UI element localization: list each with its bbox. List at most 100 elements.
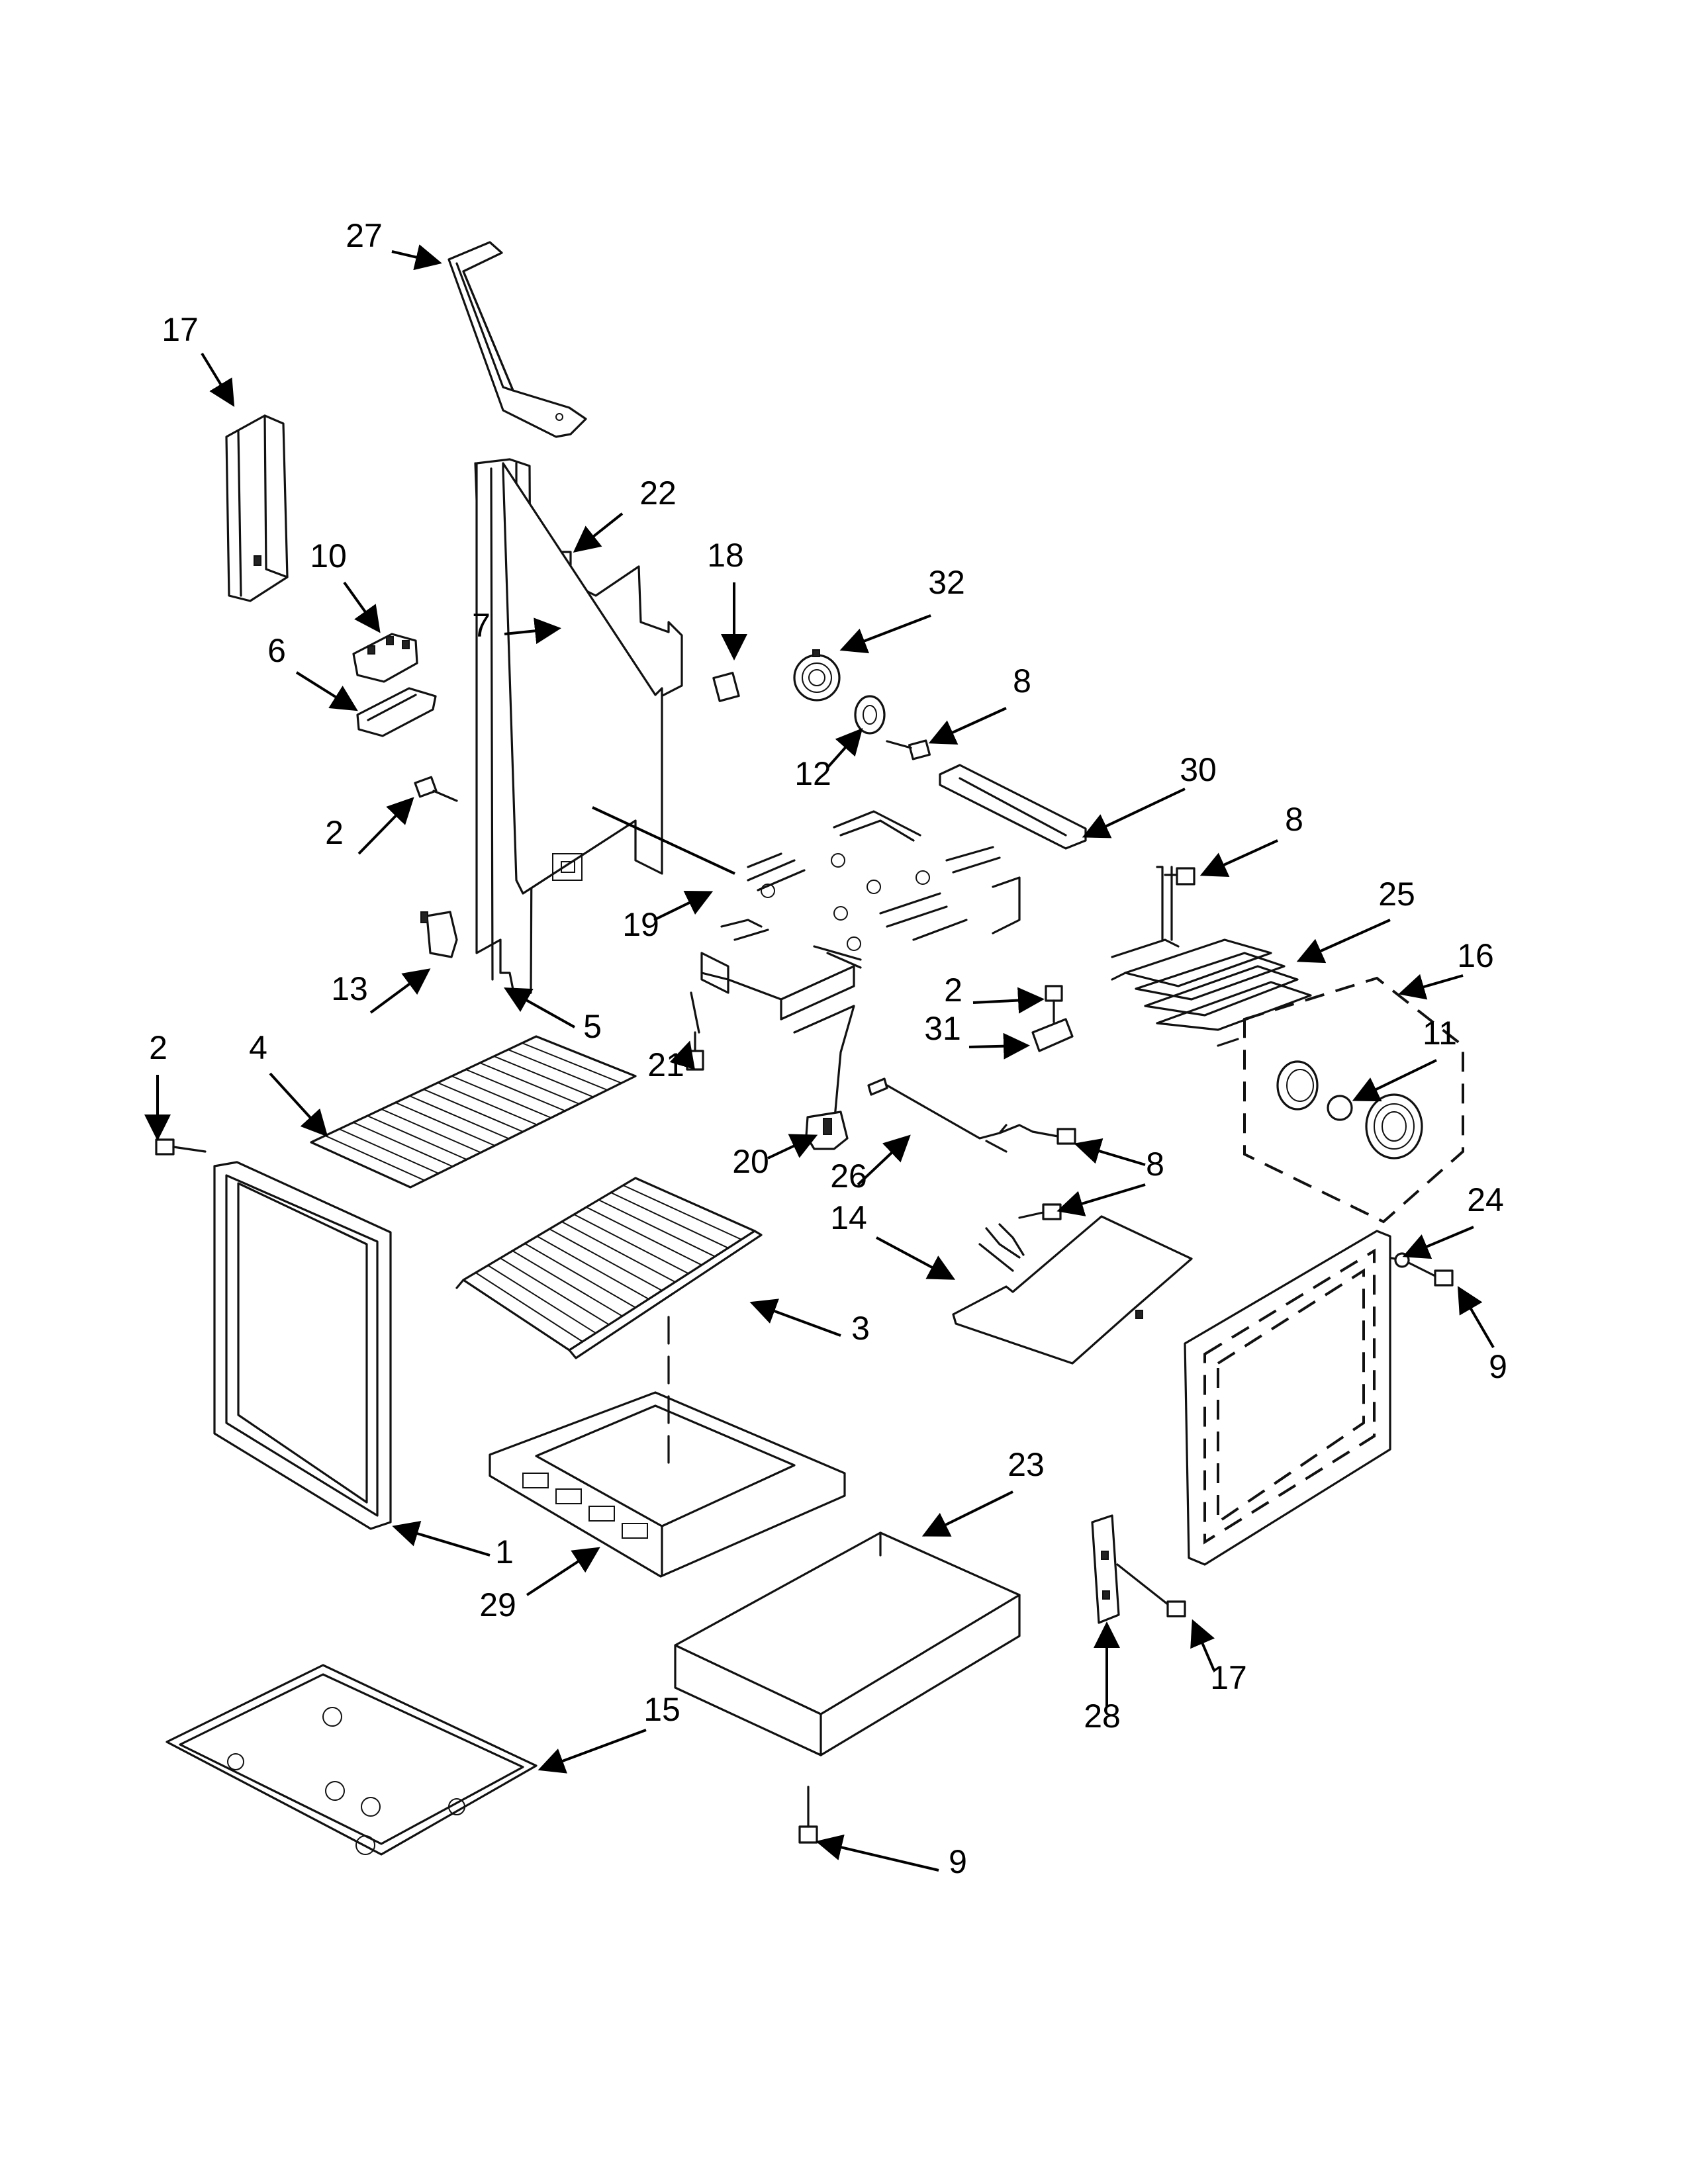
callout-c28: 28	[1084, 1698, 1121, 1735]
callout-c18: 18	[707, 537, 744, 574]
rack-wire	[451, 1075, 551, 1118]
part-8-screw-b	[1031, 1128, 1076, 1145]
callout-c5: 5	[583, 1008, 602, 1045]
part-17-side-channel	[225, 414, 289, 602]
callout-c12: 12	[794, 755, 831, 792]
rack-wire	[549, 1228, 663, 1291]
part-2-screw-c	[1045, 985, 1063, 1023]
callout-c1: 1	[495, 1533, 514, 1570]
part-8-screw-d	[1018, 1203, 1062, 1220]
callout-c26: 26	[830, 1158, 867, 1195]
part-15-bottom-pan	[165, 1664, 538, 1856]
rack-wire	[487, 1265, 596, 1334]
rack-wire	[512, 1250, 623, 1317]
part-1-door	[213, 1161, 392, 1530]
rack-wire	[508, 1049, 608, 1091]
callout-c17a: 17	[162, 311, 199, 348]
rack-wire	[536, 1236, 649, 1300]
part-2-screw-a	[414, 776, 458, 802]
part-30-rail	[939, 764, 1087, 850]
rack-wire	[524, 1243, 636, 1308]
callout-c25: 25	[1378, 876, 1415, 913]
part-26-sensor	[867, 1077, 1034, 1153]
callout-c15: 15	[643, 1691, 680, 1728]
rack-wire	[479, 1062, 580, 1105]
part-16-light-kit	[1243, 976, 1464, 1224]
part-28-hinge	[1091, 1514, 1120, 1624]
part-3-oven-rack	[455, 1177, 763, 1359]
part-21-fitting	[686, 991, 704, 1071]
callout-c9a: 9	[1489, 1348, 1507, 1385]
callout-c27: 27	[346, 217, 383, 254]
callout-c7: 7	[472, 607, 491, 644]
callout-c29: 29	[479, 1586, 516, 1623]
part-11-light-socket	[1276, 1060, 1423, 1160]
part-29-oven-frame	[489, 1316, 846, 1578]
part-4-oven-rack	[310, 1035, 637, 1189]
part-25-broil-element	[1111, 866, 1312, 1047]
callout-c16: 16	[1457, 937, 1494, 974]
callout-c8b: 8	[1285, 801, 1303, 838]
callout-c8a: 8	[1013, 662, 1031, 700]
part-2-screw-b	[155, 1138, 207, 1156]
part-8-screw-a	[886, 739, 931, 760]
rack-wire	[324, 1135, 425, 1181]
rack-wire	[623, 1185, 742, 1240]
callout-c32: 32	[928, 564, 965, 601]
rack-wire	[475, 1272, 583, 1342]
rack-wire	[409, 1095, 510, 1140]
callout-c19: 19	[622, 906, 659, 943]
part-9-screw-b	[798, 1786, 818, 1844]
callout-c10: 10	[310, 537, 347, 574]
callout-c20: 20	[732, 1143, 769, 1180]
right-side-panel	[1184, 1230, 1391, 1566]
rack-wire	[561, 1221, 676, 1283]
rack-wire	[381, 1109, 481, 1154]
rack-wire	[610, 1192, 729, 1249]
callout-c2a: 2	[149, 1029, 167, 1066]
rack-wire	[598, 1199, 716, 1257]
rack-wire	[500, 1257, 610, 1326]
rack-wire	[423, 1089, 524, 1132]
callout-c14: 14	[830, 1199, 867, 1236]
part-9-screw-a	[1407, 1261, 1454, 1287]
part-20-valve	[805, 1111, 849, 1150]
part-13-clip	[420, 911, 458, 958]
part-12-plate	[854, 695, 886, 735]
part-27-bracket	[447, 241, 587, 438]
rack-wire	[586, 1206, 702, 1266]
callout-c21: 21	[647, 1046, 684, 1083]
callout-c2b: 2	[325, 814, 344, 851]
callout-c30: 30	[1180, 751, 1217, 788]
callout-c8c: 8	[1146, 1146, 1164, 1183]
part-19-burner-plate	[592, 806, 1021, 1126]
callout-c4: 4	[249, 1029, 267, 1066]
part-32-fan	[793, 649, 841, 702]
part-18-fitting	[712, 672, 740, 702]
part-17-screw-b	[1116, 1563, 1186, 1617]
callout-c6: 6	[267, 632, 286, 669]
callout-c31: 31	[924, 1010, 961, 1047]
part-10-bracket	[352, 633, 418, 683]
rack-wire	[353, 1122, 453, 1167]
rack-wire	[339, 1128, 439, 1174]
callout-c22: 22	[639, 475, 677, 512]
callout-c11: 11	[1423, 1015, 1457, 1052]
callout-c13: 13	[331, 970, 368, 1007]
rack-wire	[522, 1042, 622, 1084]
callout-c17b: 17	[1210, 1659, 1247, 1696]
part-14-bake-element	[952, 1215, 1193, 1365]
rack-wire	[493, 1056, 594, 1098]
callout-labels: 1222345678889910111213141516171718192021…	[149, 217, 1507, 1880]
callout-c24: 24	[1467, 1181, 1504, 1218]
rack-wire	[367, 1115, 467, 1160]
callout-c23: 23	[1008, 1446, 1045, 1483]
callout-c2c: 2	[944, 972, 962, 1009]
part-23-drawer	[674, 1531, 1021, 1756]
part-6-bracket	[356, 687, 437, 737]
rack-wire	[465, 1069, 566, 1112]
part-8-screw-c	[1164, 867, 1196, 886]
callout-c3: 3	[851, 1310, 870, 1347]
